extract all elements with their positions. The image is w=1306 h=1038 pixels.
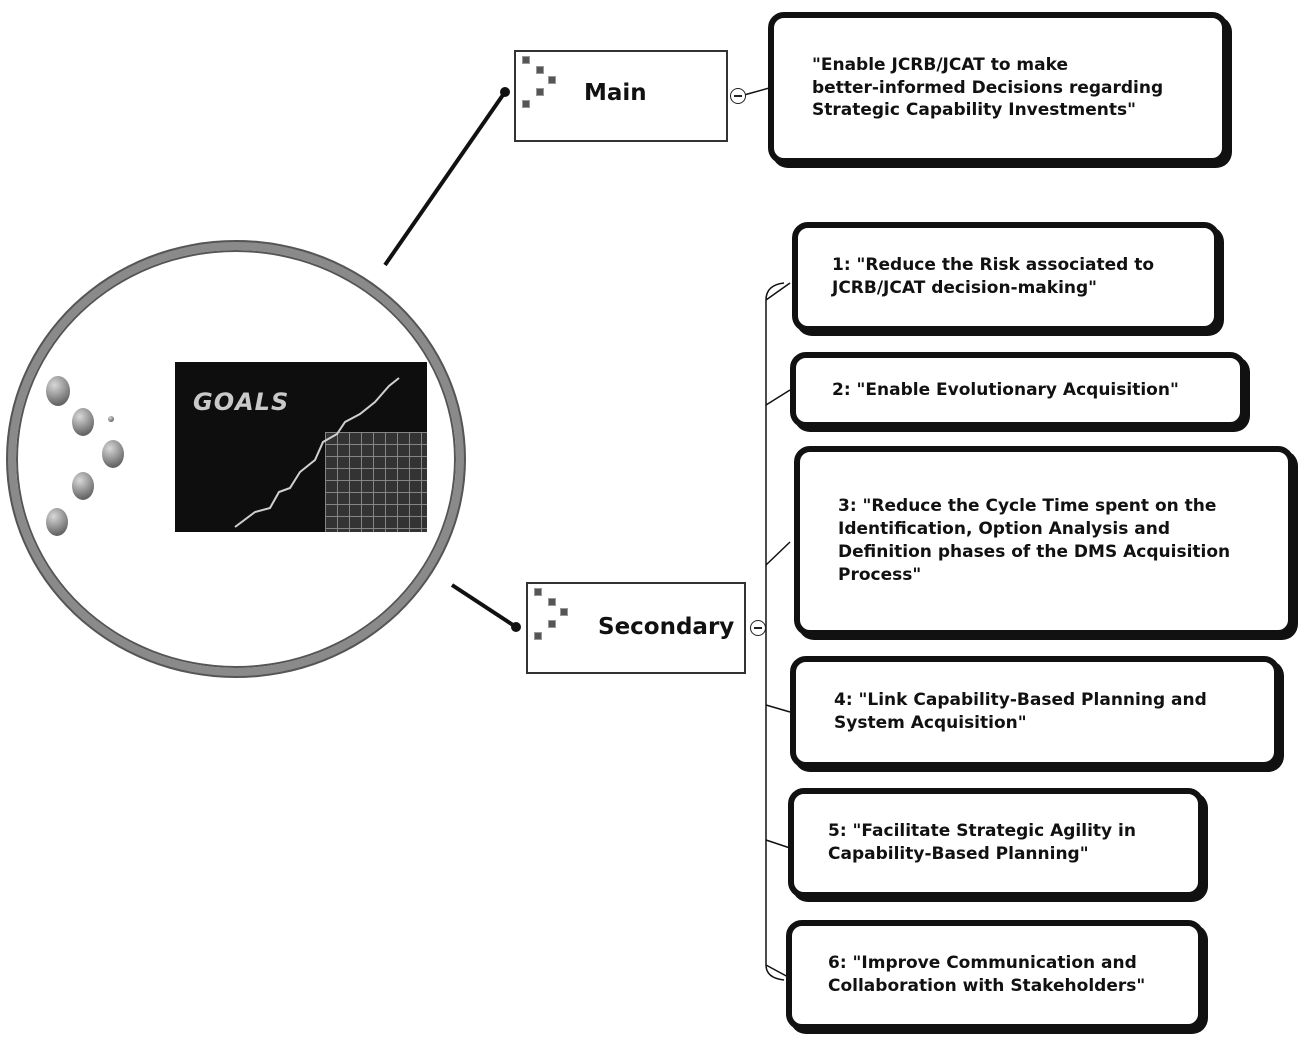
connector-dot-main xyxy=(500,87,510,97)
secondary-goal-6-text: 6: "Improve Communication and Collaborat… xyxy=(828,953,1146,996)
connector-dot-secondary xyxy=(511,622,521,632)
main-collapse-icon[interactable] xyxy=(730,88,746,104)
secondary-goal-2: 2: "Enable Evolutionary Acquisition" xyxy=(790,352,1246,428)
connector-center-to-main xyxy=(383,90,507,267)
secondary-collapse-icon[interactable] xyxy=(750,620,766,636)
goals-grid-pattern xyxy=(325,432,427,532)
decorative-dot xyxy=(108,416,114,422)
secondary-goal-3-text: 3: "Reduce the Cycle Time spent on the I… xyxy=(838,496,1231,585)
main-goal-text: "Enable JCRB/JCAT to make better-informe… xyxy=(812,54,1164,121)
decorative-dot xyxy=(72,472,94,500)
node-marker xyxy=(560,608,568,616)
decorative-dot xyxy=(46,508,68,536)
main-category-box[interactable]: Main xyxy=(514,50,728,142)
connector-center-to-secondary xyxy=(450,583,518,629)
node-marker xyxy=(522,100,530,108)
secondary-goal-1-text: 1: "Reduce the Risk associated to JCRB/J… xyxy=(832,255,1155,298)
secondary-goal-4-text: 4: "Link Capability-Based Planning and S… xyxy=(834,690,1207,733)
node-marker xyxy=(536,88,544,96)
secondary-goal-3: 3: "Reduce the Cycle Time spent on the I… xyxy=(794,446,1294,636)
secondary-bracket xyxy=(765,282,785,981)
bracket-tick-2 xyxy=(765,389,791,406)
main-category-label: Main xyxy=(584,80,647,106)
bracket-tick-4 xyxy=(765,704,791,713)
bracket-tick-1 xyxy=(765,282,791,301)
bracket-tick-5 xyxy=(765,839,791,849)
goals-chart-image: GOALS xyxy=(175,362,427,532)
secondary-category-box[interactable]: Secondary xyxy=(526,582,746,674)
secondary-goal-5-text: 5: "Facilitate Strategic Agility in Capa… xyxy=(828,821,1136,864)
node-marker xyxy=(522,56,530,64)
secondary-category-label: Secondary xyxy=(598,614,735,640)
secondary-goal-6: 6: "Improve Communication and Collaborat… xyxy=(786,920,1204,1030)
secondary-goal-2-text: 2: "Enable Evolutionary Acquisition" xyxy=(832,379,1179,400)
node-marker xyxy=(548,76,556,84)
decorative-dot xyxy=(102,440,124,468)
goals-image-label: GOALS xyxy=(193,388,290,416)
secondary-goal-5: 5: "Facilitate Strategic Agility in Capa… xyxy=(788,788,1204,898)
node-marker xyxy=(534,632,542,640)
bracket-tick-3 xyxy=(765,541,791,566)
goals-trend-line xyxy=(234,377,400,528)
main-goal-box: "Enable JCRB/JCAT to make better-informe… xyxy=(768,12,1228,164)
decorative-dot xyxy=(46,376,70,406)
decorative-dot xyxy=(72,408,94,436)
node-marker xyxy=(548,620,556,628)
secondary-goal-4: 4: "Link Capability-Based Planning and S… xyxy=(790,656,1280,768)
secondary-goal-1: 1: "Reduce the Risk associated to JCRB/J… xyxy=(792,222,1220,332)
node-marker xyxy=(548,598,556,606)
node-marker xyxy=(534,588,542,596)
node-marker xyxy=(536,66,544,74)
